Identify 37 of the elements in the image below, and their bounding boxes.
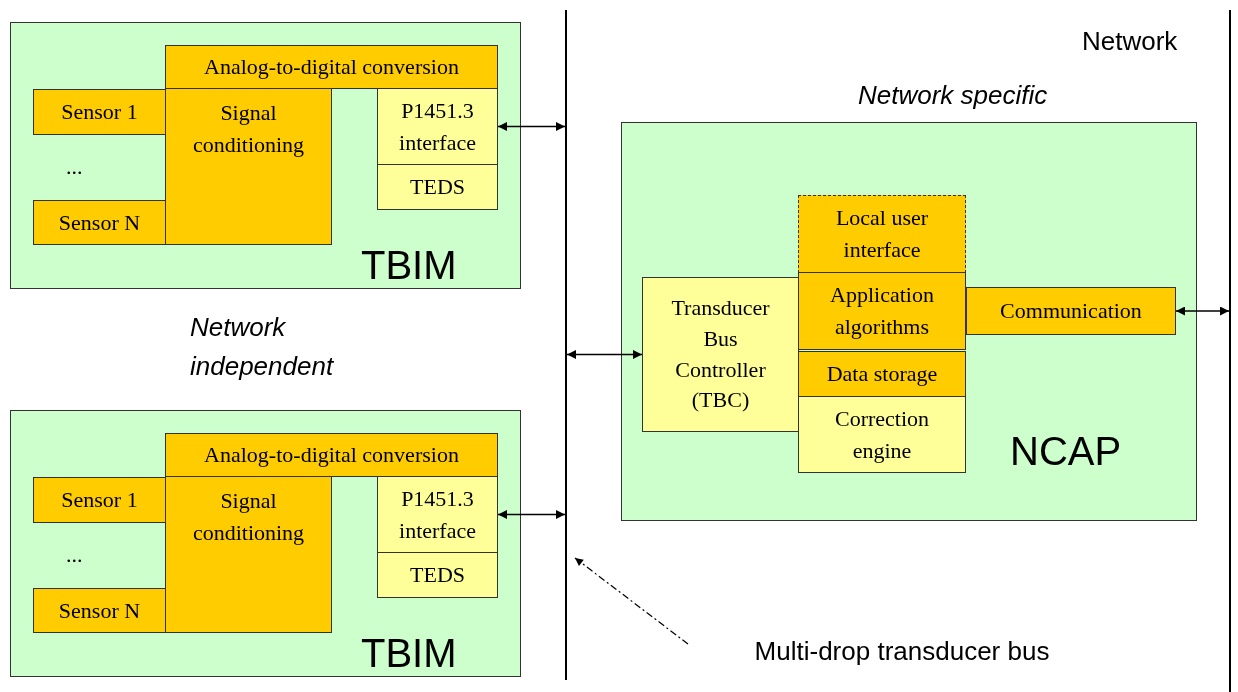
interface-box: P1451.3 interface xyxy=(377,476,498,553)
module-title: TBIM xyxy=(361,245,457,285)
process-box: Analog-to-digital conversion xyxy=(165,433,498,477)
arrow xyxy=(497,122,566,131)
controller-box: Transducer Bus Controller (TBC) xyxy=(642,277,799,432)
ellipsis-text: ... xyxy=(66,153,83,181)
sensor-box: Sensor N xyxy=(33,588,166,633)
arrow xyxy=(497,510,566,519)
module-panel xyxy=(10,22,521,289)
process-box: Correction engine xyxy=(798,396,966,473)
module-panel xyxy=(10,410,521,677)
storage-box: Data storage xyxy=(798,351,966,397)
zone-label: Network independent xyxy=(190,311,335,383)
zone-label: Network specific xyxy=(858,79,1049,112)
callout-text: Multi-drop transducer bus xyxy=(712,632,1092,672)
memory-box: TEDS xyxy=(377,164,498,210)
module-title: NCAP xyxy=(1010,431,1122,471)
network-label: Network xyxy=(1082,25,1178,58)
process-box: Local user interface xyxy=(798,195,966,273)
ellipsis-text: ... xyxy=(66,541,83,569)
bus-line xyxy=(565,10,567,680)
process-box: Analog-to-digital conversion xyxy=(165,45,498,89)
module-panel xyxy=(621,122,1197,521)
leader-line xyxy=(574,557,689,645)
process-box: Signal conditioning xyxy=(165,476,332,633)
network-line xyxy=(1229,10,1231,692)
interface-box: P1451.3 interface xyxy=(377,88,498,165)
module-title: TBIM xyxy=(361,633,457,673)
sensor-box: Sensor 1 xyxy=(33,89,166,135)
sensor-box: Sensor 1 xyxy=(33,477,166,523)
process-box: Communication xyxy=(966,287,1176,335)
process-box: Signal conditioning xyxy=(165,88,332,245)
sensor-box: Sensor N xyxy=(33,200,166,245)
memory-box: TEDS xyxy=(377,552,498,598)
arrow xyxy=(1175,306,1230,316)
arrow xyxy=(566,350,643,359)
process-box: Application algorithms xyxy=(798,272,966,350)
